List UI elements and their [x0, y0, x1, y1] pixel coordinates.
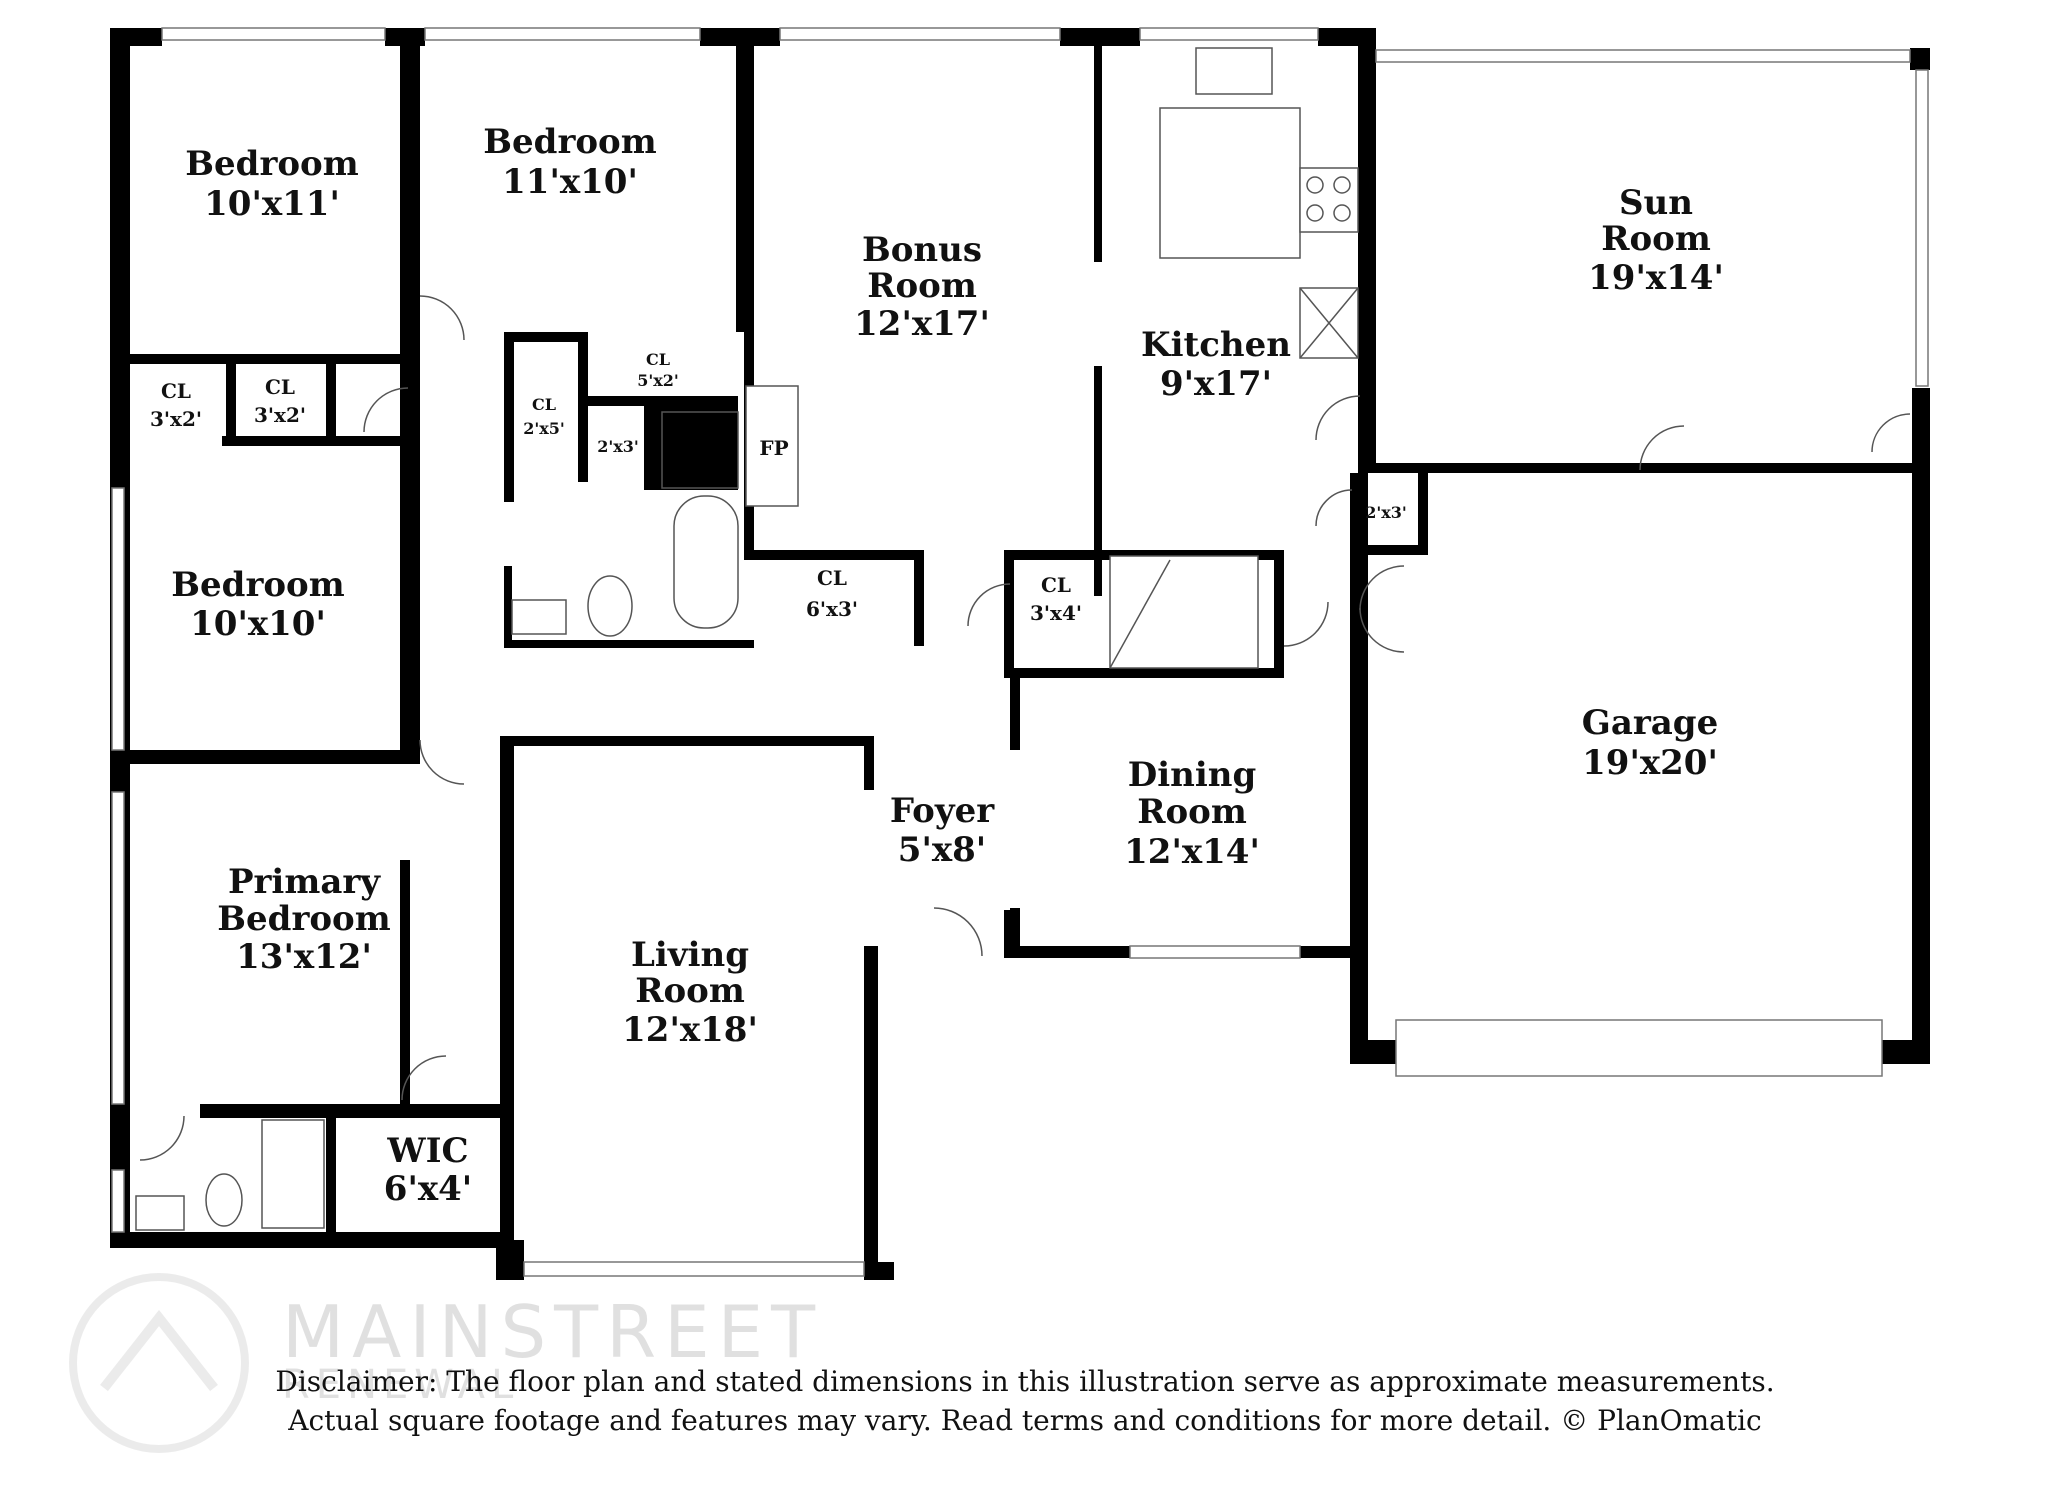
garage-dim: 19'x20'	[1582, 743, 1718, 783]
bedroom-1-dim: 10'x11'	[204, 184, 340, 224]
kitchen-dim: 9'x17'	[1160, 364, 1272, 404]
foyer-name: Foyer	[890, 791, 995, 831]
fireplace-label: FP	[759, 436, 788, 460]
primary-toilet	[205, 1173, 243, 1227]
closet-5-name: CL	[817, 566, 847, 590]
bedroom-2-dim: 11'x10'	[502, 162, 638, 202]
dining-room-name-2: Room	[1137, 792, 1247, 832]
sun-room-name-2: Room	[1601, 219, 1711, 259]
closet-2-name: CL	[265, 375, 295, 399]
closet-2-dim: 3'x2'	[254, 403, 306, 427]
closet-4-name: CL	[646, 350, 670, 369]
watermark-brand: MAINSTREET	[282, 1290, 824, 1374]
closet-1-dim: 3'x2'	[150, 407, 202, 431]
closet-6-name: CL	[1041, 573, 1071, 597]
kitchen-counter	[1159, 107, 1301, 259]
bedroom-2-name: Bedroom	[483, 122, 656, 162]
watermark-sub: RENEWAL	[282, 1362, 520, 1408]
bonus-room-name-2: Room	[867, 266, 977, 306]
disclaimer-line-2: Actual square footage and features may v…	[288, 1404, 1762, 1437]
bedroom-1-name: Bedroom	[185, 144, 358, 184]
hall-toilet	[587, 575, 633, 637]
watermark-logo-icon	[69, 1273, 249, 1453]
shower	[261, 1119, 325, 1229]
sun-room-name-1: Sun	[1619, 183, 1693, 223]
primary-bedroom-name-1: Primary	[228, 862, 381, 902]
living-room-name-2: Room	[635, 971, 745, 1011]
foyer-dim: 5'x8'	[898, 830, 986, 870]
bonus-room-name-1: Bonus	[862, 230, 982, 270]
closet-4-dim: 5'x2'	[637, 371, 679, 390]
doors	[139, 295, 1911, 1161]
bathtub	[673, 495, 739, 629]
linen-dim: 2'x3'	[597, 437, 639, 456]
wic-dim: 6'x4'	[384, 1169, 472, 1209]
bonus-room-dim: 12'x17'	[854, 304, 990, 344]
closet-6-dim: 3'x4'	[1030, 601, 1082, 625]
closet-1-name: CL	[161, 379, 191, 403]
wic-name: WIC	[386, 1131, 468, 1171]
closet-3-dim: 2'x5'	[523, 419, 565, 438]
primary-bedroom-name-2: Bedroom	[217, 899, 390, 939]
living-room-dim: 12'x18'	[622, 1010, 758, 1050]
room-labels: Bedroom 10'x11' Bedroom 11'x10' Bonus Ro…	[150, 122, 1724, 1209]
living-room-name-1: Living	[631, 935, 749, 975]
kitchen-sink	[1195, 47, 1273, 95]
fireplace	[745, 385, 799, 507]
stairs	[1109, 555, 1259, 669]
stove	[1299, 167, 1359, 233]
fixtures	[135, 47, 1359, 1231]
dining-room-dim: 12'x14'	[1124, 832, 1260, 872]
primary-bedroom-dim: 13'x12'	[236, 937, 372, 977]
bedroom-3-dim: 10'x10'	[190, 604, 326, 644]
dining-room-name-1: Dining	[1128, 755, 1257, 795]
disclaimer: Disclaimer: The floor plan and stated di…	[260, 1362, 1790, 1440]
closet-5-dim: 6'x3'	[806, 597, 858, 621]
bedroom-3-name: Bedroom	[171, 565, 344, 605]
sun-room-dim: 19'x14'	[1588, 258, 1724, 298]
primary-sink	[135, 1195, 185, 1231]
disclaimer-line-1: Disclaimer: The floor plan and stated di…	[275, 1365, 1775, 1398]
kitchen-name: Kitchen	[1141, 325, 1291, 365]
closet-3-name: CL	[532, 395, 556, 414]
pantry-dim: 2'x3'	[1365, 503, 1407, 522]
windows	[111, 27, 1929, 1277]
hall-sink	[511, 599, 567, 635]
linen-block	[661, 411, 739, 489]
walls	[110, 28, 1930, 1280]
garage-name: Garage	[1582, 703, 1718, 743]
